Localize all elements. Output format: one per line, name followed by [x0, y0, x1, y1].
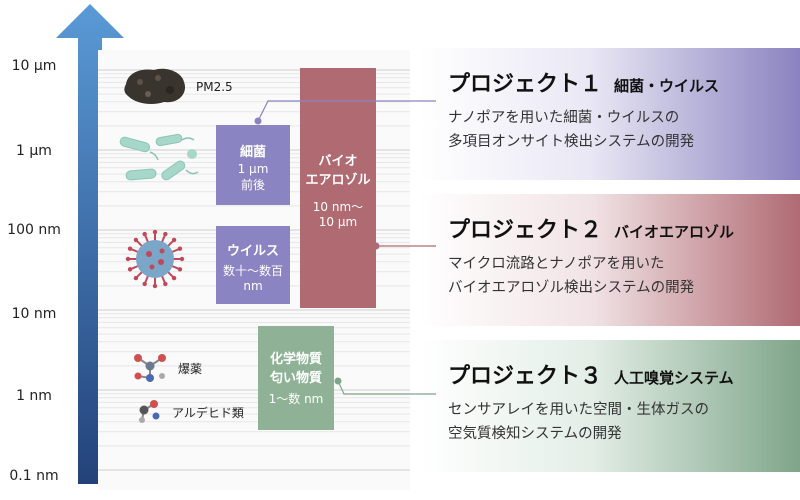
project-3-label: プロジェクト３: [448, 364, 603, 389]
bacteria-icon: [119, 133, 199, 181]
scale-label-100nm: 100 nm: [7, 222, 61, 238]
project-2-panel: プロジェクト２ バイオエアロゾル マイクロ流路とナノポアを用いた バイオエアロゾル…: [420, 194, 800, 326]
aldehyde-molecule-icon: [139, 400, 160, 423]
bacteria-box-size: 1 μm: [237, 162, 269, 176]
project-1-description: ナノポアを用いた細菌・ウイルスの 多項目オンサイト検出システムの開発: [448, 106, 694, 154]
project-2-title: プロジェクト２ バイオエアロゾル: [448, 212, 734, 244]
project-3-title: プロジェクト３ 人工嗅覚システム: [448, 358, 734, 390]
scale-label-10um: 10 μm: [11, 58, 57, 74]
scale-label-10nm: 10 nm: [11, 306, 57, 322]
explosive-label: 爆薬: [178, 362, 203, 376]
project-1-desc-line-1: ナノポアを用いた細菌・ウイルスの: [448, 110, 680, 126]
chemical-box-title-2: 匂い物質: [269, 371, 322, 386]
bioaerosol-box-range-1: 10 nm～: [312, 200, 364, 214]
pm25-label: PM2.5: [196, 80, 233, 94]
scale-label-0-1nm: 0.1 nm: [9, 468, 59, 484]
aldehyde-label: アルデヒド類: [172, 406, 244, 420]
project-3-panel: プロジェクト３ 人工嗅覚システム センサアレイを用いた空間・生体ガスの 空気質検知…: [420, 340, 800, 472]
scale-label-1nm: 1 nm: [16, 388, 52, 404]
project-1-desc-line-2: 多項目オンサイト検出システムの開発: [448, 134, 695, 150]
bioaerosol-box-range-2: 10 μm: [318, 215, 358, 229]
project-3-desc-line-2: 空気質検知システムの開発: [448, 426, 622, 442]
bacteria-box: 細菌 1 μm 前後: [216, 125, 290, 205]
bacteria-box-note: 前後: [240, 178, 265, 192]
project-1-subtitle: 細菌・ウイルス: [614, 77, 720, 95]
project-1-label: プロジェクト１: [448, 72, 603, 97]
virus-box-unit: nm: [243, 279, 263, 293]
chemical-box-range: 1～数 nm: [268, 392, 324, 406]
pm25-particle-icon: [124, 68, 186, 104]
virus-box-size: 数十～数百: [222, 264, 283, 278]
bioaerosol-box-title-1: バイオ: [318, 154, 358, 169]
project-1-panel: プロジェクト１ 細菌・ウイルス ナノポアを用いた細菌・ウイルスの 多項目オンサイト…: [420, 48, 800, 180]
project-2-description: マイクロ流路とナノポアを用いた バイオエアロゾル検出システムの開発: [448, 252, 694, 300]
project-1-title: プロジェクト１ 細菌・ウイルス: [448, 66, 719, 98]
project-2-label: プロジェクト２: [448, 218, 603, 243]
bioaerosol-box: バイオ エアロゾル 10 nm～ 10 μm: [300, 68, 376, 308]
project-3-description: センサアレイを用いた空間・生体ガスの 空気質検知システムの開発: [448, 398, 709, 446]
project-3-desc-line-1: センサアレイを用いた空間・生体ガスの: [448, 402, 709, 418]
scale-arrow: [56, 4, 124, 484]
project-2-desc-line-1: マイクロ流路とナノポアを用いた: [448, 256, 665, 272]
virus-box-title: ウイルス: [226, 244, 279, 259]
project-2-subtitle: バイオエアロゾル: [614, 223, 735, 241]
chemical-box: 化学物質 匂い物質 1～数 nm: [258, 326, 334, 430]
scale-label-1um: 1 μm: [16, 143, 52, 159]
explosive-molecule-icon: [134, 354, 166, 382]
project-3-subtitle: 人工嗅覚システム: [614, 369, 734, 387]
chemical-box-title-1: 化学物質: [269, 352, 322, 367]
bioaerosol-box-title-2: エアロゾル: [305, 173, 371, 188]
project-2-desc-line-2: バイオエアロゾル検出システムの開発: [448, 280, 695, 296]
virus-box: ウイルス 数十～数百 nm: [216, 226, 290, 304]
virus-icon: [125, 229, 185, 289]
bacteria-box-title: 細菌: [239, 145, 266, 160]
